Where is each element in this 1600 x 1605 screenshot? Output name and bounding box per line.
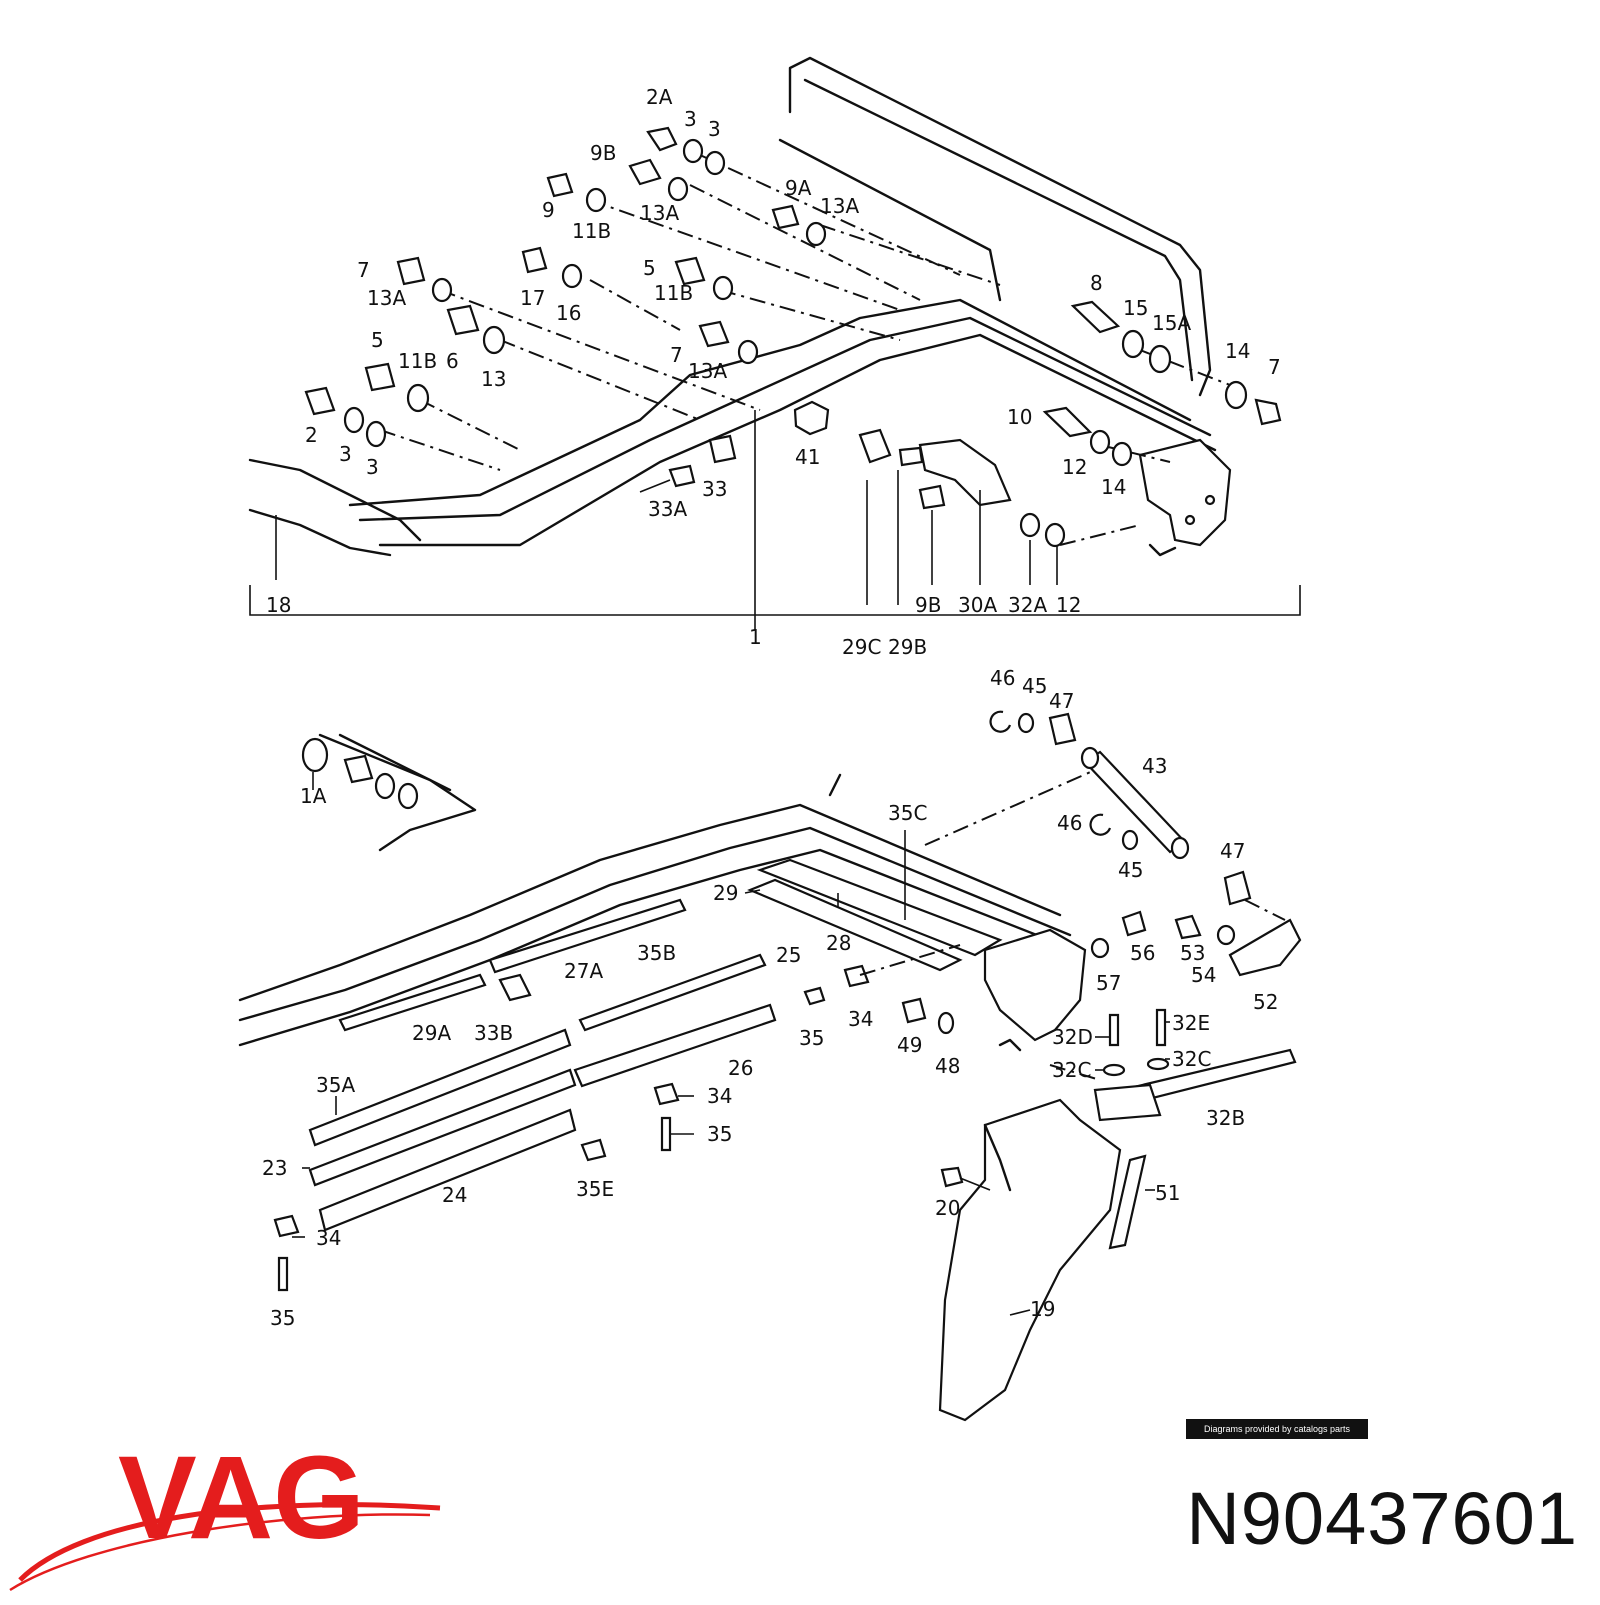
- upper-leaders: [275, 470, 1058, 605]
- callout-label: 53: [1180, 941, 1205, 965]
- callout-label: 8: [1090, 271, 1103, 295]
- lower-labels: 46 45 47 43 1A 35C 46 45 47 29 28 27A 35…: [262, 666, 1278, 1330]
- callout-label: 14: [1225, 339, 1250, 363]
- diagram-credit: Diagrams provided by catalogs parts: [1186, 1419, 1368, 1439]
- callout-label: 32C: [1052, 1058, 1091, 1082]
- callout-label: 12: [1056, 593, 1081, 617]
- callout-label: 13A: [640, 201, 679, 225]
- callout-label: 3: [684, 107, 697, 131]
- callout-label: 57: [1096, 971, 1121, 995]
- callout-label: 7: [670, 343, 683, 367]
- callout-label: 35E: [576, 1177, 614, 1201]
- callout-label: 51: [1155, 1181, 1180, 1205]
- lower-attachment-lines: [859, 769, 1286, 1081]
- callout-label: 32D: [1052, 1025, 1093, 1049]
- callout-label: 33: [702, 477, 727, 501]
- callout-label: 9A: [785, 176, 812, 200]
- callout-label: 13: [481, 367, 506, 391]
- callout-label: 7: [357, 258, 370, 282]
- callout-label: 20: [935, 1196, 960, 1220]
- callout-label: 15: [1123, 296, 1148, 320]
- callout-label: 9: [542, 198, 555, 222]
- callout-label: 35: [799, 1026, 824, 1050]
- callout-label: 49: [897, 1033, 922, 1057]
- callout-label: 13A: [367, 286, 406, 310]
- callout-label: 1: [749, 625, 762, 649]
- callout-label: 41: [795, 445, 820, 469]
- callout-label: 11B: [572, 219, 611, 243]
- callout-label: 9B: [915, 593, 941, 617]
- callout-label: 11B: [654, 281, 693, 305]
- callout-label: 2A: [646, 85, 673, 109]
- callout-label: 33B: [474, 1021, 513, 1045]
- callout-label: 35: [270, 1306, 295, 1330]
- lower-leaders: [292, 772, 1170, 1316]
- callout-label: 12: [1062, 455, 1087, 479]
- callout-label: 45: [1118, 858, 1143, 882]
- callout-label: 26: [728, 1056, 753, 1080]
- callout-label: 52: [1253, 990, 1278, 1014]
- callout-label: 1A: [300, 784, 327, 808]
- callout-label: 29: [713, 881, 738, 905]
- upper-attachment-lines: [379, 154, 1231, 546]
- callout-label: 15A: [1152, 311, 1191, 335]
- callout-label: 32E: [1172, 1011, 1210, 1035]
- callout-label: 16: [556, 301, 581, 325]
- callout-label: 25: [776, 943, 801, 967]
- callout-label: 35C: [888, 801, 927, 825]
- callout-label: 30A: [958, 593, 997, 617]
- callout-label: 29B: [888, 635, 927, 659]
- callout-label: 17: [520, 286, 545, 310]
- callout-label: 48: [935, 1054, 960, 1078]
- callout-label: 33A: [648, 497, 687, 521]
- callout-label: 2: [305, 423, 318, 447]
- callout-label: 34: [707, 1084, 732, 1108]
- callout-label: 27A: [564, 959, 603, 983]
- callout-label: 13A: [820, 194, 859, 218]
- callout-label: 43: [1142, 754, 1167, 778]
- callout-label: 5: [643, 256, 656, 280]
- callout-label: 19: [1030, 1297, 1055, 1321]
- callout-label: 35: [707, 1122, 732, 1146]
- callout-label: 47: [1220, 839, 1245, 863]
- callout-label: 7: [1268, 355, 1281, 379]
- vag-logo: VAG: [9, 1432, 441, 1592]
- callout-label: 56: [1130, 941, 1155, 965]
- callout-label: 3: [366, 455, 379, 479]
- callout-label: 29C: [842, 635, 881, 659]
- callout-label: 45: [1022, 674, 1047, 698]
- upper-frame-assembly: [248, 56, 1301, 630]
- callout-label: 24: [442, 1183, 467, 1207]
- upper-labels: 2A 3 3 9B 9 11B 13A 9A 13A 7 13A 17 16 5…: [266, 85, 1281, 659]
- callout-label: 18: [266, 593, 291, 617]
- upper-hardware: [304, 126, 1282, 548]
- callout-label: 3: [708, 117, 721, 141]
- callout-label: 3: [339, 442, 352, 466]
- callout-label: 9B: [590, 141, 616, 165]
- callout-label: 46: [1057, 811, 1082, 835]
- callout-label: 35B: [637, 941, 676, 965]
- callout-label: 34: [316, 1226, 341, 1250]
- callout-label: 46: [990, 666, 1015, 690]
- callout-label: 54: [1191, 963, 1216, 987]
- callout-label: 47: [1049, 689, 1074, 713]
- callout-label: 32A: [1008, 593, 1047, 617]
- callout-label: 23: [262, 1156, 287, 1180]
- callout-label: 10: [1007, 405, 1032, 429]
- callout-label: 32C: [1172, 1047, 1211, 1071]
- vag-logo-text: VAG: [118, 1432, 365, 1564]
- callout-label: 5: [371, 328, 384, 352]
- callout-label: 34: [848, 1007, 873, 1031]
- callout-label: 11B: [398, 349, 437, 373]
- callout-label: 29A: [412, 1021, 451, 1045]
- callout-label: 28: [826, 931, 851, 955]
- part-number: N90437601: [1186, 1477, 1578, 1560]
- callout-label: 6: [446, 349, 459, 373]
- lower-frame-assembly: [238, 710, 1302, 1422]
- callout-label: 13A: [688, 359, 727, 383]
- callout-label: 14: [1101, 475, 1126, 499]
- callout-label: 32B: [1206, 1106, 1245, 1130]
- callout-label: 35A: [316, 1073, 355, 1097]
